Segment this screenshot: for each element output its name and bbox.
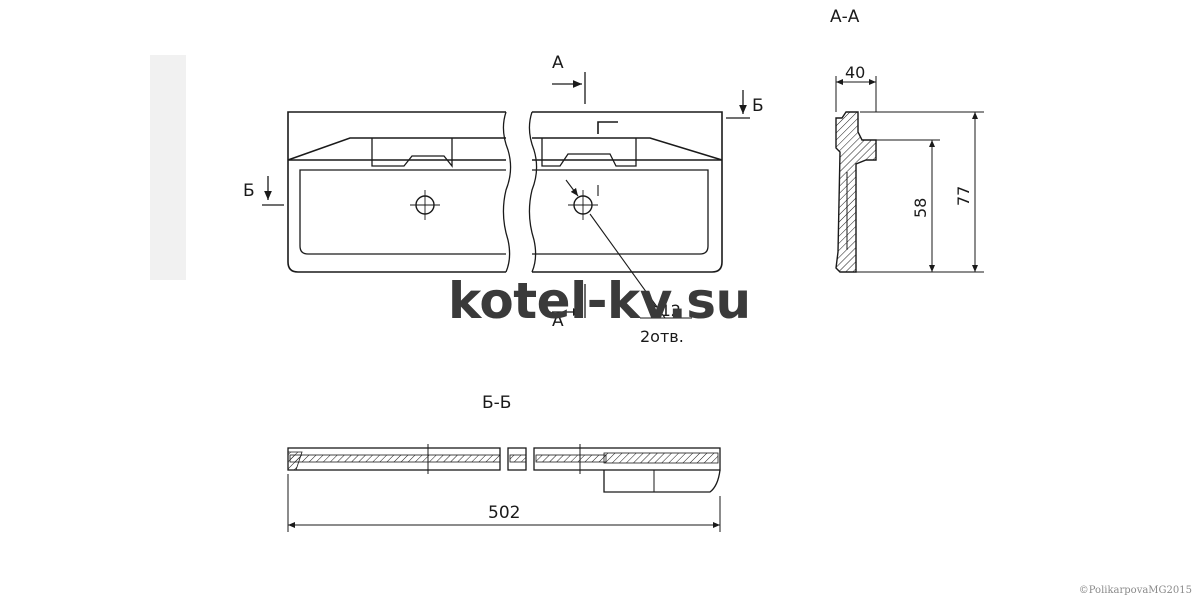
dim-length-label: 502 (488, 503, 520, 523)
section-b-dims (287, 474, 721, 532)
section-b-view (287, 444, 721, 493)
dim-width-label: 40 (845, 63, 865, 82)
main-view (287, 111, 723, 273)
cut-a-top (552, 72, 586, 104)
section-b-title: Б-Б (482, 393, 511, 413)
hole-count-label: 2отв. (640, 327, 684, 346)
copyright-text: ©PolikarpovaMG2015 (1078, 585, 1192, 596)
section-a-view (835, 111, 877, 273)
cut-b-right-label: Б (752, 96, 764, 116)
section-a-dims (835, 76, 984, 273)
dim-height-inner-label: 58 (911, 198, 930, 218)
cut-b-left (262, 176, 284, 206)
dim-height-total-label: 77 (954, 186, 973, 206)
hole-leader (565, 179, 692, 319)
hole-diameter-label: Φ12 (648, 301, 681, 320)
watermark-text: kotel-kv.su (448, 272, 751, 330)
cut-a-bottom (552, 284, 586, 318)
cut-a-top-label: А (552, 53, 564, 73)
cut-b-right (726, 90, 750, 119)
cut-a-bottom-label: А (552, 311, 564, 331)
cut-b-left-label: Б (243, 181, 255, 201)
section-a-title: А-А (830, 7, 860, 27)
scan-strip (150, 55, 186, 280)
